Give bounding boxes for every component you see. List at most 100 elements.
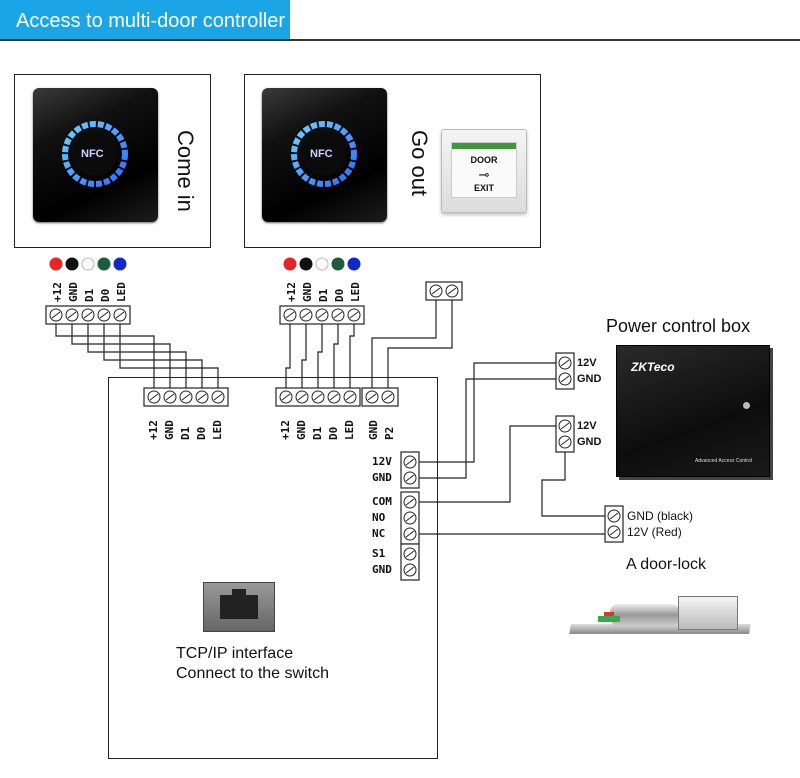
- wire-reader1: [87, 324, 187, 388]
- board-label-com: COM: [372, 495, 392, 508]
- board-r2-label-gnd: GND: [295, 420, 308, 440]
- lock-12v-label: 12V (Red): [627, 525, 682, 539]
- wire-color-dot: [315, 257, 329, 271]
- board-reader2-terminal-screw-slot: [345, 393, 355, 401]
- ethernet-port-socket: [220, 595, 258, 619]
- board-label-12v: 12V: [372, 455, 392, 468]
- board-btn-label-p2: P2: [383, 426, 396, 440]
- psu-out1-12v: 12V: [577, 357, 597, 369]
- wire-color-dot: [331, 257, 345, 271]
- board-label-gnd2: GND: [372, 563, 392, 576]
- board-reader2-terminal-screw-slot: [281, 393, 291, 401]
- board-relay-terminal-screw-slot: [405, 498, 415, 506]
- reader1-terminal-screw-slot: [51, 311, 61, 319]
- nfc-text: NFC: [310, 148, 333, 160]
- wire-exit-p2: [387, 300, 453, 388]
- board-reader1-terminal-screw-slot: [197, 393, 207, 401]
- reader1-label-d0: D0: [99, 288, 112, 302]
- reader1-label-d1: D1: [83, 288, 96, 302]
- terminal-blocks: [45, 281, 624, 581]
- psu-lock-icon: [743, 402, 750, 409]
- board-r2-label-12: +12: [279, 420, 292, 440]
- wire-color-dot: [283, 257, 297, 271]
- wire-psu-12v: [410, 362, 556, 463]
- nfc-ring-icon: [291, 121, 357, 187]
- reader2-label-led: LED: [349, 282, 362, 302]
- wire-color-dot: [97, 257, 111, 271]
- reader2-terminal-screw-slot: [301, 311, 311, 319]
- wire-color-dot: [65, 257, 79, 271]
- reader1-label-gnd: GND: [67, 282, 80, 302]
- lock-terminal-screw-slot: [609, 512, 619, 520]
- board-power-terminal-screw-slot: [405, 458, 415, 466]
- wire-reader2: [301, 324, 307, 388]
- header-divider: [0, 39, 800, 41]
- board-reader1-terminal-screw-slot: [213, 393, 223, 401]
- wire-reader2: [285, 324, 291, 388]
- board-relay-terminal-screw-slot: [405, 514, 415, 522]
- wire-color-dot: [49, 257, 63, 271]
- tcpip-line1: TCP/IP interface: [176, 645, 294, 662]
- ethernet-port-icon: [203, 582, 275, 632]
- wire-com: [410, 425, 556, 503]
- board-label-nc: NC: [372, 527, 386, 540]
- exit-button-line1: DOOR: [470, 155, 498, 165]
- wire-lock-gnd: [541, 452, 605, 517]
- lock-title: A door-lock: [626, 556, 707, 573]
- wire-reader1: [55, 324, 155, 388]
- reader2-terminal-screw-slot: [285, 311, 295, 319]
- board-r2-label-d1: D1: [311, 426, 324, 440]
- tcpip-line2: Connect to the switch: [176, 665, 329, 682]
- board-button-terminal-screw-slot: [383, 393, 393, 401]
- lock-wire-red: [604, 612, 614, 616]
- psu-caption: Advanced Access Control: [695, 458, 752, 464]
- reader1-terminal-screw-slot: [99, 311, 109, 319]
- wire-color-dot: [347, 257, 361, 271]
- nfc-ring-icon: [62, 121, 128, 187]
- reader2-terminal-screw-slot: [317, 311, 327, 319]
- lock-cylinder: [610, 604, 680, 626]
- board-label-no: NO: [372, 511, 386, 524]
- psu-out2-gnd: GND: [577, 436, 602, 448]
- reader2-terminal-screw-slot: [349, 311, 359, 319]
- lock-wire-green: [598, 616, 620, 622]
- lock-body: [678, 596, 738, 630]
- wire-reader1: [103, 324, 203, 388]
- wire-color-dot: [299, 257, 313, 271]
- lock-gnd-label: GND (black): [627, 509, 694, 523]
- board-reader1-terminal-screw-slot: [149, 393, 159, 401]
- board-r1-label-d0: D0: [195, 426, 208, 440]
- psu-brand: ZKTeco: [631, 360, 675, 374]
- board-reader1-terminal-screw-slot: [165, 393, 175, 401]
- board-label-gnd: GND: [372, 471, 392, 484]
- controller-board: [108, 377, 438, 759]
- reader1-label-12: +12: [51, 282, 64, 302]
- header-banner: [0, 0, 290, 40]
- wire-color-dots: [49, 257, 361, 271]
- board-r1-label-gnd: GND: [163, 420, 176, 440]
- reader2-label-d0: D0: [333, 288, 346, 302]
- wire-color-dot: [81, 257, 95, 271]
- card-reader-come-in: NFC: [33, 88, 158, 222]
- wire-reader1: [119, 324, 219, 388]
- psu-out2-terminal-screw-slot: [560, 438, 570, 446]
- board-sensor-terminal-screw-slot: [405, 550, 415, 558]
- board-r1-label-12: +12: [147, 420, 160, 440]
- board-relay-terminal-screw-slot: [405, 530, 415, 538]
- wire-reader1: [71, 324, 171, 388]
- wire-exit-gnd: [371, 300, 437, 388]
- psu-out1-terminal-screw-slot: [560, 359, 570, 367]
- psu-title: Power control box: [606, 316, 751, 336]
- board-btn-label-gnd: GND: [367, 420, 380, 440]
- ethernet-port-latch: [232, 589, 246, 597]
- wire-reader2: [349, 324, 355, 388]
- reader2-terminal-screw-slot: [333, 311, 343, 319]
- card-reader-go-out: NFC: [262, 88, 387, 222]
- board-label-s1: S1: [372, 547, 386, 560]
- exit-button-stripe: [452, 143, 516, 149]
- reader2-label-gnd: GND: [301, 282, 314, 302]
- key-icon: ⊸: [478, 167, 490, 182]
- reader1-terminal-screw-slot: [83, 311, 93, 319]
- board-reader2-terminal-screw-slot: [329, 393, 339, 401]
